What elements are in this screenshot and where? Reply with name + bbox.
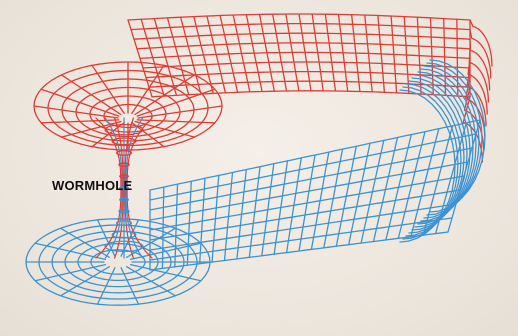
upper-funnel-spoke [131,64,165,115]
upper-band-rib [232,14,251,93]
upper-band-line [127,13,493,67]
upper-funnel-spoke [40,119,120,124]
throat-line [125,117,144,259]
lower-band-rib [236,168,247,260]
upper-band-rib [337,13,349,92]
lower-funnel-spoke [34,263,107,282]
lower-band-rib [385,133,412,241]
lower-band-rib [211,174,220,263]
upper-band-line [139,51,488,115]
throat-ring [119,186,129,191]
throat-ring [119,197,129,202]
upper-band-rib [416,16,422,95]
throat-ring [119,174,129,179]
upper-funnel-spoke [91,121,125,148]
lower-funnel-spoke [120,267,140,305]
throat-line [95,117,122,259]
upper-funnel-spoke [134,120,196,138]
lower-band-rib [248,166,261,258]
lower-band-rib [422,125,454,236]
upper-band-rib [443,17,447,97]
upper-band-rib [166,17,190,96]
upper-band-rib [298,13,312,92]
lower-band-rib [360,139,385,244]
throat-line [114,117,124,259]
throat-ring [111,230,137,239]
upper-sheet-mesh [33,13,493,163]
upper-band-rib [127,19,153,98]
upper-funnel-spoke [91,64,125,115]
upper-band-rib [364,14,373,93]
throat-ring [118,162,130,167]
upper-band-rib [140,18,165,97]
upper-funnel-spoke [60,120,122,138]
upper-band-rib [456,18,459,97]
upper-band-rib [258,13,275,92]
lower-sheet-mesh [25,59,486,306]
throat-line [124,117,134,259]
upper-band-line [136,42,490,103]
lower-band-rib [161,186,165,270]
upper-band-rib [429,17,434,96]
upper-band-rib [350,14,361,93]
lower-band-rib [410,128,440,238]
throat-ring [104,240,144,252]
lower-band-rib [323,148,344,249]
upper-band-rib [403,15,410,95]
wormhole-label: WORMHOLE [52,178,133,193]
upper-band-line [145,70,486,139]
throat-line [104,117,123,259]
upper-band-rib [285,13,300,92]
lower-funnel-spoke [129,263,202,282]
throat-ring [118,209,130,214]
upper-band-line [133,32,491,91]
lower-funnel-spoke [126,266,177,297]
upper-band-rib [219,14,239,93]
lower-band-rib [199,177,206,265]
upper-band-rib [179,16,202,95]
lower-band-rib [261,163,275,257]
upper-funnel-spoke [137,105,223,119]
throat-ring [104,123,144,136]
upper-band-rib [311,13,324,92]
upper-band-rib [390,15,398,94]
upper-funnel-spoke [40,88,120,117]
lower-band-rib [447,119,481,233]
lower-funnel-spoke [34,242,107,261]
lower-band-rib [348,142,371,246]
lower-band-rib [273,160,289,255]
upper-band-rib [272,13,288,92]
upper-band-rib [245,14,263,93]
lower-band-rib [298,154,316,252]
lower-band-rib [335,145,357,247]
lower-band-rib [223,171,234,262]
upper-band-rib [324,13,337,92]
upper-band-rib [206,15,227,94]
upper-band-rib [153,17,178,97]
lower-band-rib [186,180,192,266]
upper-funnel-spoke [33,105,119,119]
upper-band-rib [377,14,386,93]
throat-ring [115,220,132,226]
wormhole-throat [95,117,153,259]
throat-ring [115,150,132,156]
lower-band-rib [434,122,467,235]
lower-funnel-spoke [126,227,177,258]
throat-line [126,117,153,259]
lower-band-rib [310,151,330,251]
lower-band-rib [397,131,426,239]
upper-band-line [130,22,492,79]
upper-band-line [151,90,484,163]
lower-band-rib [372,136,399,243]
lower-funnel-spoke [59,266,110,297]
throat-ring [111,137,137,146]
lower-band-rib [174,183,179,268]
upper-band-rib [193,15,214,95]
upper-funnel-spoke [60,74,122,116]
lower-funnel-spoke [96,267,116,305]
lower-band-rib [285,157,302,254]
